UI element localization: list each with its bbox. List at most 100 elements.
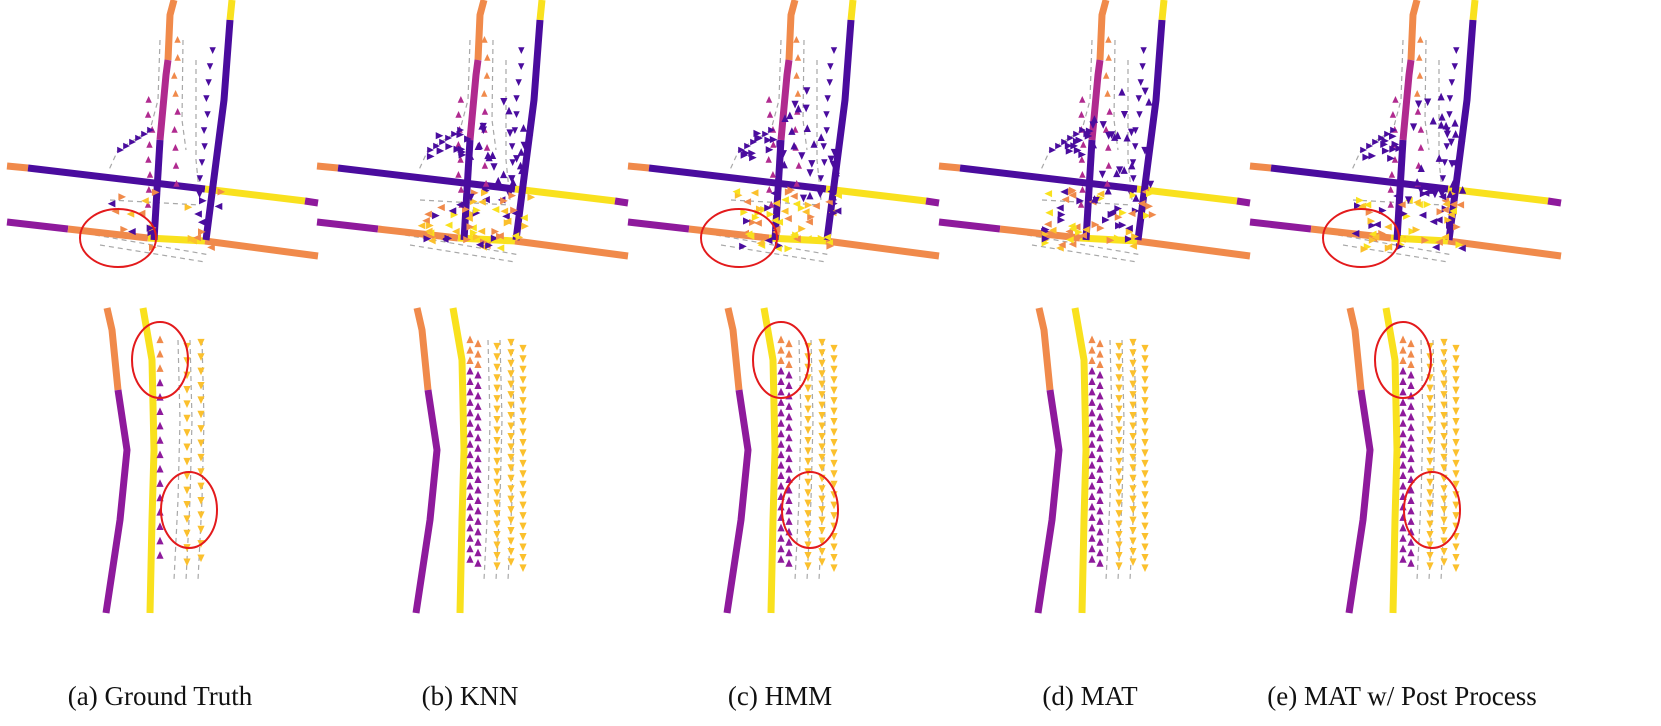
trajectory-marker: [1115, 374, 1123, 382]
trajectory-marker: [183, 429, 191, 437]
trajectory-marker: [424, 210, 432, 218]
trajectory-marker: [171, 72, 178, 79]
caption-c: (c) HMM: [727, 681, 833, 711]
road-upper-seg-2: [514, 185, 616, 205]
guide-line: [1424, 39, 1430, 151]
top-intersection: [627, 0, 940, 268]
trajectory-marker: [1105, 132, 1113, 140]
trajectory-marker: [1114, 213, 1123, 221]
trajectory-marker: [1441, 206, 1449, 214]
trajectory-marker: [1426, 457, 1434, 466]
trajectory-marker: [764, 204, 772, 212]
trajectory-marker: [785, 433, 793, 442]
trajectory-marker: [1363, 201, 1372, 209]
trajectory-marker: [1146, 180, 1155, 189]
trajectory-marker: [513, 111, 520, 118]
trajectory-marker: [145, 156, 152, 163]
guide-line: [806, 339, 814, 581]
trajectory-marker: [156, 536, 164, 545]
road-lower-seg-3: [1136, 237, 1251, 260]
trajectory-marker: [1437, 92, 1445, 101]
trajectory-marker: [1096, 475, 1104, 484]
trajectory-marker: [1438, 191, 1446, 198]
trajectory-marker: [1114, 131, 1122, 140]
trajectory-marker: [456, 201, 464, 209]
trajectory-marker: [1399, 408, 1407, 417]
trajectory-marker: [505, 106, 513, 115]
trajectory-marker: [1143, 212, 1151, 220]
trajectory-marker: [818, 558, 826, 567]
trajectory-marker: [818, 359, 826, 368]
road-upper-seg-3: [1236, 197, 1251, 207]
trajectory-marker: [200, 127, 208, 134]
trajectory-marker: [794, 54, 802, 61]
trajectory-marker: [1407, 370, 1415, 379]
trajectory-marker: [1141, 501, 1149, 510]
trajectory-marker: [820, 143, 827, 150]
highlight-circle: [700, 208, 778, 268]
trajectory-marker: [1148, 211, 1157, 219]
panel-e: [1249, 0, 1562, 614]
trajectory-marker: [823, 111, 830, 118]
trajectory-marker: [818, 391, 826, 399]
trajectory-marker: [1440, 537, 1448, 546]
trajectory-marker: [827, 155, 835, 164]
trajectory-marker: [1416, 54, 1423, 61]
trajectory-marker: [1113, 169, 1121, 178]
trajectory-marker: [1140, 47, 1147, 54]
road-vertical-left-seg-0: [1096, 0, 1110, 61]
trajectory-marker: [444, 234, 453, 243]
trajectory-marker: [1105, 36, 1112, 43]
trajectory-marker: [474, 517, 482, 525]
trajectory-marker: [1388, 171, 1396, 178]
trajectory-marker: [519, 491, 527, 499]
trajectory-marker: [439, 138, 446, 146]
trajectory-marker: [1388, 132, 1397, 140]
trajectory-marker: [1127, 209, 1136, 218]
trajectory-marker: [474, 412, 482, 421]
trajectory-marker: [1128, 161, 1136, 170]
trajectory-marker: [1391, 140, 1400, 148]
trajectory-marker: [507, 349, 515, 357]
trajectory-marker: [756, 234, 765, 243]
trajectory-marker: [466, 513, 474, 521]
road-upper-seg-2: [825, 185, 927, 205]
trajectory-marker: [1115, 541, 1123, 550]
trajectory-marker: [527, 193, 536, 201]
trajectory-marker: [1438, 193, 1447, 201]
trajectory-marker: [511, 127, 519, 134]
trajectory-marker: [1107, 210, 1116, 219]
trajectory-marker: [474, 538, 482, 546]
trajectory-marker: [1399, 502, 1407, 511]
trajectory-marker: [1096, 464, 1104, 473]
trajectory-marker: [1129, 558, 1137, 567]
guide-line: [491, 39, 497, 151]
trajectory-marker: [148, 243, 157, 252]
trajectory-marker: [1440, 401, 1448, 410]
trajectory-marker: [435, 232, 443, 241]
trajectory-marker: [1096, 381, 1104, 389]
trajectory-marker: [1426, 478, 1434, 487]
trajectory-marker: [197, 338, 205, 347]
trajectory-marker: [777, 345, 785, 354]
trajectory-marker: [493, 551, 501, 560]
trajectory-marker: [517, 148, 525, 156]
trajectory-marker: [455, 111, 462, 118]
trajectory-marker: [777, 366, 785, 375]
trajectory-marker: [1141, 533, 1149, 541]
trajectory-marker: [194, 210, 202, 218]
trajectory-marker: [428, 237, 436, 245]
trajectory-marker: [1061, 138, 1068, 146]
trajectory-marker: [780, 207, 789, 215]
trajectory-marker: [424, 227, 433, 235]
trajectory-marker: [203, 95, 210, 102]
trajectory-marker: [207, 243, 215, 252]
trajectory-marker: [519, 522, 527, 531]
trajectory-marker: [801, 208, 810, 216]
trajectory-marker: [173, 180, 180, 187]
trajectory-marker: [830, 564, 838, 573]
trajectory-marker: [818, 349, 826, 357]
trajectory-marker: [1079, 231, 1087, 240]
trajectory-marker: [1351, 229, 1360, 238]
trajectory-marker: [1141, 512, 1149, 520]
